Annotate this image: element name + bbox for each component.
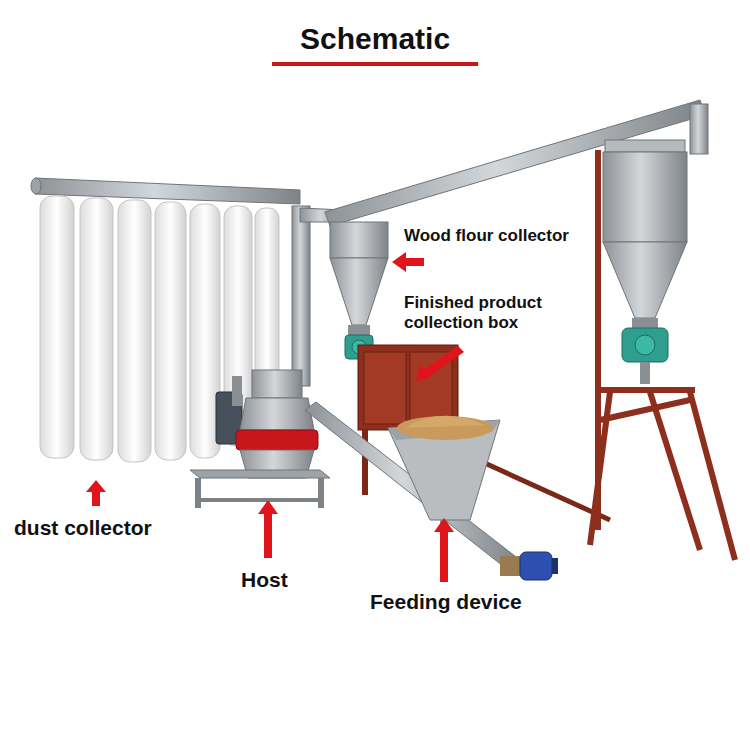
part-label: Finished product collection box — [404, 293, 579, 332]
part-label: Host — [241, 568, 288, 592]
screw-conveyor — [305, 402, 520, 570]
right-cyclone — [603, 140, 687, 384]
floor — [0, 520, 750, 750]
host-pipe — [292, 206, 310, 386]
part-label: dust collector — [14, 516, 152, 540]
down-pipe — [690, 104, 708, 154]
right-stand — [590, 150, 735, 560]
collection-box — [358, 345, 610, 520]
pipe-end — [31, 178, 41, 194]
feeder-motor — [500, 552, 558, 580]
title-underline — [272, 62, 478, 66]
part-label: Wood flour collector — [404, 226, 574, 246]
part-label: Feeding device — [370, 590, 522, 614]
diagram-title: Schematic — [300, 22, 450, 57]
host-machine — [190, 370, 330, 508]
wood-flour-cyclone — [330, 222, 388, 359]
top-pipe — [35, 178, 300, 204]
